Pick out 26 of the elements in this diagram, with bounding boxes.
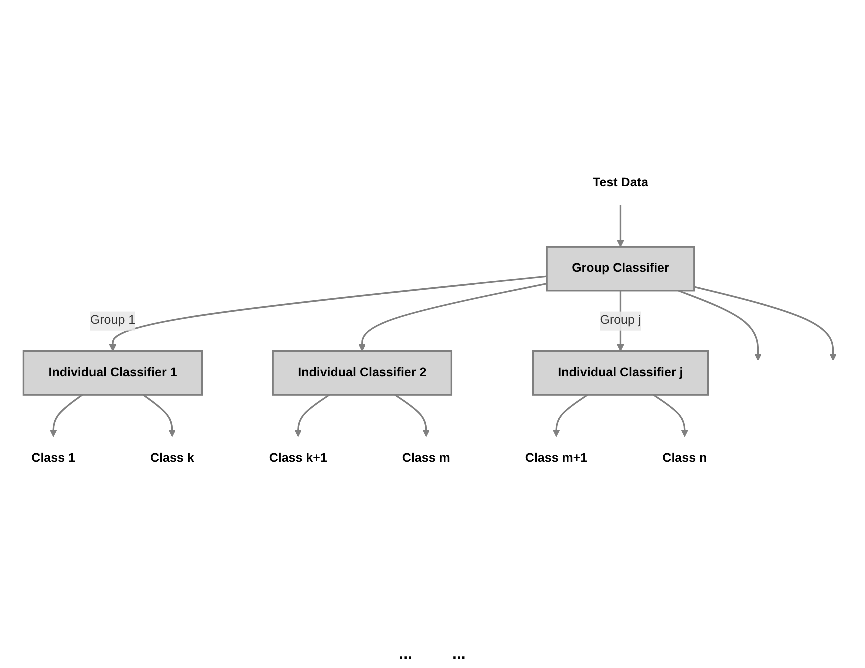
- node-text: Class m: [402, 450, 450, 465]
- node-box: Group Classifier: [546, 246, 696, 292]
- ellipsis-note: ...: [399, 646, 412, 664]
- arrow: [617, 205, 624, 248]
- arrow: [694, 286, 837, 361]
- node-box: Individual Classifier j: [532, 350, 710, 396]
- node-text: Class m+1: [525, 450, 588, 465]
- arrow: [142, 394, 176, 437]
- node-text: Class 1: [32, 450, 76, 465]
- arrow: [653, 394, 689, 437]
- edge-label: Group 1: [90, 313, 136, 328]
- node-box: Individual Classifier 1: [22, 350, 204, 396]
- arrow: [50, 394, 84, 437]
- node-text: Class n: [662, 450, 708, 465]
- arrow: [294, 394, 330, 437]
- arrow: [394, 394, 430, 437]
- edge-label: Group j: [600, 313, 642, 328]
- arrow: [552, 394, 588, 437]
- node-text: Class k+1: [269, 450, 328, 465]
- node-box: Individual Classifier 2: [272, 350, 453, 396]
- ellipsis-note: ...: [452, 646, 466, 664]
- arrow: [109, 276, 548, 352]
- node-text: Test Data: [593, 176, 648, 190]
- arrow: [678, 290, 762, 361]
- arrow: [358, 282, 548, 352]
- node-text: Class k: [150, 450, 194, 465]
